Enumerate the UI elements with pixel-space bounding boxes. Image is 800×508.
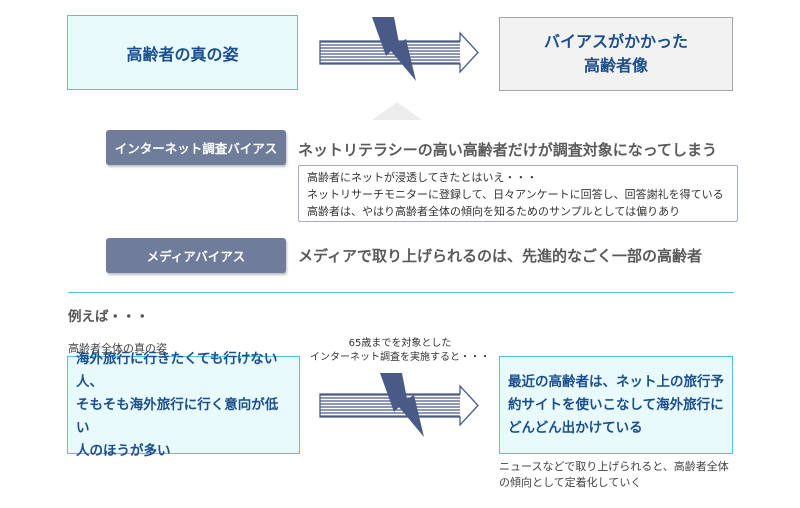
biased-elderly-line-1: バイアスがかかった [543,32,688,51]
note-line-2: ネットリサーチモニターに登録して、日々アンケートに回答し、回答謝礼を得ている [307,188,724,201]
true-overall-label: 高齢者全体の真の姿 [68,342,167,355]
true-overall-box: 海外旅行に行きたくても行けない人、 そもそも海外旅行に行く意向が低い 人のほうが… [67,351,300,459]
biased-elderly-line-2: 高齢者像 [583,56,648,75]
true-overall-line-1: 海外旅行に行きたくても行けない人、 [76,350,278,390]
media-bias-description: メディアで取り上げられるのは、先進的なごく一部の高齢者 [298,247,702,265]
survey-caption-line-2: インターネット調査を実施すると・・・ [310,352,490,363]
news-caption-line-1: ニュースなどで取り上げられると、高齢者全体 [499,460,729,473]
survey-caption-line-1: 65歳までを対象とした [348,338,452,349]
true-overall-line-2: そもそも海外旅行に行く意向が低い [76,396,279,436]
internet-survey-bias-description: ネットリテラシーの高い高齢者だけが調査対象になってしまう [298,141,717,159]
lightning-bolt-icon [380,373,424,437]
survey-caption: 65歳までを対象とした インターネット調査を実施すると・・・ [310,337,490,365]
recent-elderly-box: 最近の高齢者は、ネット上の旅行予 約サイトを使いこなして海外旅行に どんどん出か… [499,356,733,454]
internet-survey-note: 高齢者にネットが浸透してきたとはいえ・・・ ネットリサーチモニターに登録して、日… [298,165,738,222]
internet-survey-bias-label: インターネット調査バイアス [106,130,286,165]
recent-elderly-line-3: どんどん出かけている [508,419,643,436]
recent-elderly-line-2: 約サイトを使いこなして海外旅行に [508,396,724,413]
section-divider [68,292,734,293]
arrow-icon [319,31,479,74]
true-overall-line-3: 人のほうが多い [76,442,171,459]
lightning-bolt-icon [372,17,416,81]
note-line-3: 高齢者は、やはり高齢者全体の傾向を知るためのサンプルとしては偏りあり [307,205,681,218]
biased-elderly-box: バイアスがかかった 高齢者像 [499,17,733,91]
true-elderly-box: 高齢者の真の姿 [67,15,298,90]
media-bias-label: メディアバイアス [106,238,286,273]
recent-elderly-line-1: 最近の高齢者は、ネット上の旅行予 [508,373,724,390]
true-elderly-label: 高齢者の真の姿 [126,44,239,64]
up-triangle-icon [372,102,422,120]
note-line-1: 高齢者にネットが浸透してきたとはいえ・・・ [307,171,538,184]
news-caption-line-2: の傾向として定着化していく [499,476,642,489]
example-heading: 例えば・・・ [68,309,149,325]
news-caption: ニュースなどで取り上げられると、高齢者全体 の傾向として定着化していく [499,459,729,491]
